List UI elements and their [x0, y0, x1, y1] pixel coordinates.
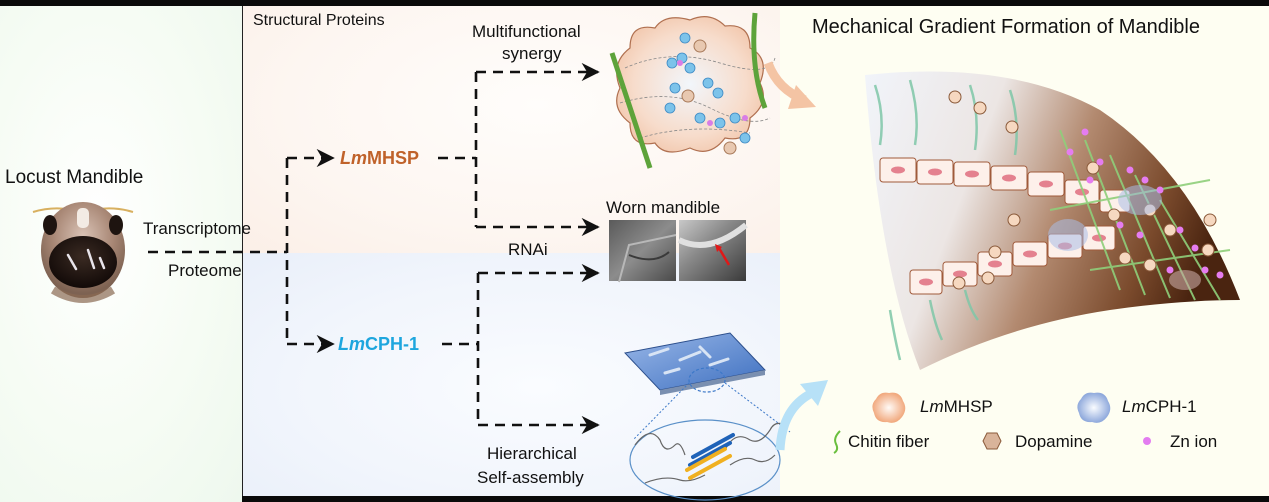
legend-chitin-label: Chitin fiber: [848, 432, 930, 451]
assembly-label-line2: Self-assembly: [477, 468, 584, 487]
gradient-title: Mechanical Gradient Formation of Mandibl…: [812, 16, 1200, 38]
bottom-border: [242, 496, 1269, 502]
rnai-label: RNAi: [508, 240, 548, 259]
legend-cph-label: LmCPH-1: [1122, 397, 1197, 416]
worn-mandible-sem-images: [609, 220, 748, 283]
transcriptome-label: Transcriptome: [143, 219, 252, 238]
self-assembly-illustration: [624, 332, 791, 501]
gene-mhsp-prefix: Lm: [340, 148, 367, 168]
zn-ion-dot-icon: [1143, 437, 1151, 445]
mandible-cuticle: [865, 71, 1240, 371]
mhsp-blob-icon: [872, 392, 906, 423]
chitin-fiber-icon: [833, 430, 841, 454]
cph-blob-icon: [1077, 392, 1111, 423]
sem-image-control: [609, 220, 676, 281]
legend: LmMHSP LmCPH-1 Chitin fiber Dopamine Zn …: [833, 385, 1260, 465]
legend-mhsp-label: LmMHSP: [920, 397, 993, 416]
proteome-label: Proteome: [168, 261, 242, 280]
locust-head-image: [32, 202, 134, 303]
legend-zn-label: Zn ion: [1170, 432, 1218, 451]
synergy-label-line1: Multifunctional: [472, 22, 581, 41]
locust-mandible-title: Locust Mandible: [5, 167, 144, 188]
synergy-label-line2: synergy: [502, 44, 562, 63]
gene-cph-name: CPH-1: [365, 334, 420, 354]
mhsp-to-gradient-arrow-icon: [763, 61, 816, 109]
gene-mhsp-name: MHSP: [367, 148, 420, 168]
gene-cph-prefix: Lm: [338, 334, 365, 354]
gene-mhsp-label: LmMHSP: [340, 148, 419, 169]
cph-to-gradient-arrow-icon: [775, 380, 828, 451]
red-arrow-icon: [717, 247, 731, 266]
dopamine-hexagon-icon: [982, 432, 1002, 450]
assembly-label-line1: Hierarchical: [487, 444, 577, 463]
gene-cph-label: LmCPH-1: [338, 334, 419, 355]
mandible-gradient-illustration: [865, 71, 1240, 371]
structural-proteins-title: Structural Proteins: [253, 12, 385, 29]
top-border: [0, 0, 1269, 6]
legend-dopamine-label: Dopamine: [1015, 432, 1093, 451]
worn-mandible-label: Worn mandible: [606, 198, 721, 217]
